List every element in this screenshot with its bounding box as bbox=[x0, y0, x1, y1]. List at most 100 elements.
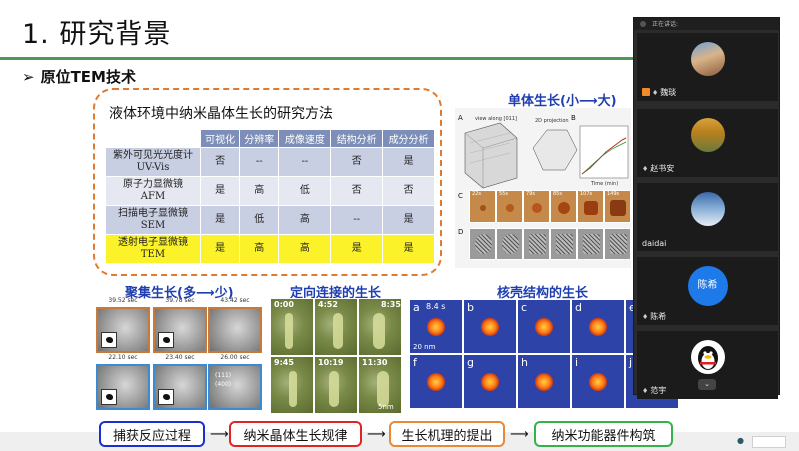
subtitle-text: 原位TEM技术 bbox=[40, 68, 136, 86]
monomer-frame: 55s bbox=[496, 190, 523, 223]
nanorod-graphic bbox=[329, 371, 339, 407]
participant-tile[interactable]: ♦魏琰 bbox=[637, 33, 778, 101]
core-shell-particle-graphic bbox=[535, 372, 553, 391]
participant-name: 赵书安 bbox=[650, 164, 675, 173]
participant-tile[interactable]: 陈希♦陈希 bbox=[637, 257, 778, 325]
core-shell-frame: g bbox=[463, 354, 517, 409]
section-label-aggregation: 聚集生长(多⟶少) bbox=[125, 286, 234, 301]
oriented-frame: 9:45 bbox=[270, 356, 314, 414]
lattice-frame bbox=[550, 228, 577, 260]
nanorod-graphic bbox=[333, 313, 343, 349]
figure-label-b: B bbox=[571, 114, 576, 122]
nanocrystal-graphic bbox=[479, 205, 486, 212]
frame-time-label: 8:35 bbox=[381, 300, 401, 309]
microphone-icon: ♦ bbox=[652, 89, 659, 97]
aggregation-frame: 43.42 sec bbox=[208, 297, 262, 353]
frame-timestamp: 39.78 sec bbox=[165, 297, 195, 304]
frame-time-label: 0:00 bbox=[274, 300, 294, 309]
column-header: 成像速度 bbox=[278, 129, 332, 148]
participant-tile[interactable]: ♦daidai bbox=[637, 183, 778, 251]
participant-avatar: 陈希 bbox=[687, 266, 728, 306]
scale-bar-label: 5nm bbox=[378, 403, 394, 411]
aggregation-frame: 39.52 sec bbox=[96, 297, 150, 353]
aggregation-frame: 39.78 sec bbox=[153, 297, 207, 353]
frame-letter-label: d bbox=[575, 301, 582, 314]
table-cell: 否 bbox=[199, 147, 241, 177]
lattice-particle-graphic bbox=[556, 234, 573, 254]
section-label-coreshell: 核壳结构的生长 bbox=[497, 286, 589, 301]
record-icon[interactable]: ● bbox=[737, 436, 744, 445]
monomer-frame: 149s bbox=[604, 190, 631, 223]
lattice-frame bbox=[496, 228, 523, 260]
participant-tile[interactable]: ♦赵书安 bbox=[637, 109, 778, 177]
table-cell: 是 bbox=[382, 147, 435, 177]
table-cell: 否 bbox=[382, 176, 435, 206]
participant-name: 陈希 bbox=[650, 312, 667, 321]
participant-avatar bbox=[690, 192, 725, 226]
frame-letter-label: h bbox=[521, 356, 528, 369]
penguin-avatar-icon bbox=[690, 340, 725, 374]
section-label-oriented: 定向连接的生长 bbox=[290, 286, 382, 301]
oriented-frame: 10:19 bbox=[314, 356, 358, 414]
participant-name-row: ♦赵书安 bbox=[642, 163, 674, 174]
section-label-monomer: 单体生长(小⟶大) bbox=[508, 94, 617, 109]
table-cell: 高 bbox=[278, 205, 332, 235]
oriented-frame: 4:52 bbox=[314, 298, 358, 356]
nanocrystal-graphic bbox=[505, 204, 514, 213]
meeting-header-title: 正在讲话: bbox=[652, 21, 679, 28]
aggregation-frame: 23.40 sec bbox=[153, 354, 207, 410]
figure-label-c: C bbox=[458, 192, 463, 200]
speaking-indicator-icon bbox=[640, 21, 646, 27]
method-name: 原子力显微镜 bbox=[123, 179, 183, 190]
nanorod-graphic bbox=[373, 313, 385, 349]
nanocrystal-graphic bbox=[531, 203, 542, 214]
frame-time-label: 55s bbox=[499, 191, 508, 197]
frame-letter-label: f bbox=[413, 356, 417, 369]
frame-timestamp: 43.42 sec bbox=[220, 297, 250, 304]
lattice-frame bbox=[523, 228, 550, 260]
microphone-icon: ♦ bbox=[642, 387, 649, 395]
core-shell-particle-graphic bbox=[427, 372, 445, 391]
lattice-frame bbox=[604, 228, 631, 260]
frame-timestamp: 23.40 sec bbox=[165, 354, 195, 361]
methods-heading: 液体环境中纳米晶体生长的研究方法 bbox=[109, 106, 333, 122]
aggregation-growth-figure: 39.52 sec 39.78 sec 43.42 sec 22.10 sec 23.4… bbox=[96, 297, 264, 415]
table-cell: -- bbox=[278, 147, 332, 177]
core-shell-frame: d bbox=[571, 299, 625, 354]
frame-timestamp: 26.00 sec bbox=[220, 354, 250, 361]
collapse-panel-button[interactable]: ⌄ bbox=[698, 379, 716, 390]
monomer-frame: 85s bbox=[550, 190, 577, 223]
participant-name-row: ♦陈希 bbox=[642, 311, 666, 322]
participant-name: 范宇 bbox=[650, 386, 667, 395]
particle-inset-icon bbox=[158, 389, 174, 405]
table-cell: 低 bbox=[278, 176, 332, 206]
table-cell: 高 bbox=[239, 234, 280, 264]
core-shell-frame: b bbox=[463, 299, 517, 354]
participant-tile[interactable]: ♦范宇 bbox=[637, 331, 778, 399]
table-cell: 低 bbox=[239, 205, 280, 235]
core-shell-particle-graphic bbox=[481, 372, 499, 391]
frame-time-label: 8.4 s bbox=[426, 302, 446, 311]
method-abbr: SEM bbox=[140, 220, 166, 231]
figure-projection-label: 2D projection bbox=[535, 118, 569, 124]
frame-time-label: 11:30 bbox=[362, 358, 388, 367]
core-shell-frame: c bbox=[517, 299, 571, 354]
frame-letter-label: b bbox=[467, 301, 474, 314]
aggregation-frame: 22.10 sec bbox=[96, 354, 150, 410]
column-header: 成分分析 bbox=[382, 129, 435, 148]
table-cell: 否 bbox=[330, 147, 384, 177]
method-name: 扫描电子显微镜 bbox=[118, 208, 188, 219]
method-name: 透射电子显微镜 bbox=[118, 237, 188, 248]
monomer-frame: 79s bbox=[523, 190, 550, 223]
flow-step-growth-law: 纳米晶体生长规律 bbox=[229, 421, 362, 447]
scale-bar-label: 20 nm bbox=[413, 343, 436, 351]
core-shell-particle-graphic bbox=[481, 317, 499, 336]
frame-letter-label: c bbox=[521, 301, 528, 314]
frame-time-label: 4:52 bbox=[318, 300, 338, 309]
monomer-figure-graphic: A view along [011] 2D projection B Time … bbox=[458, 114, 629, 236]
